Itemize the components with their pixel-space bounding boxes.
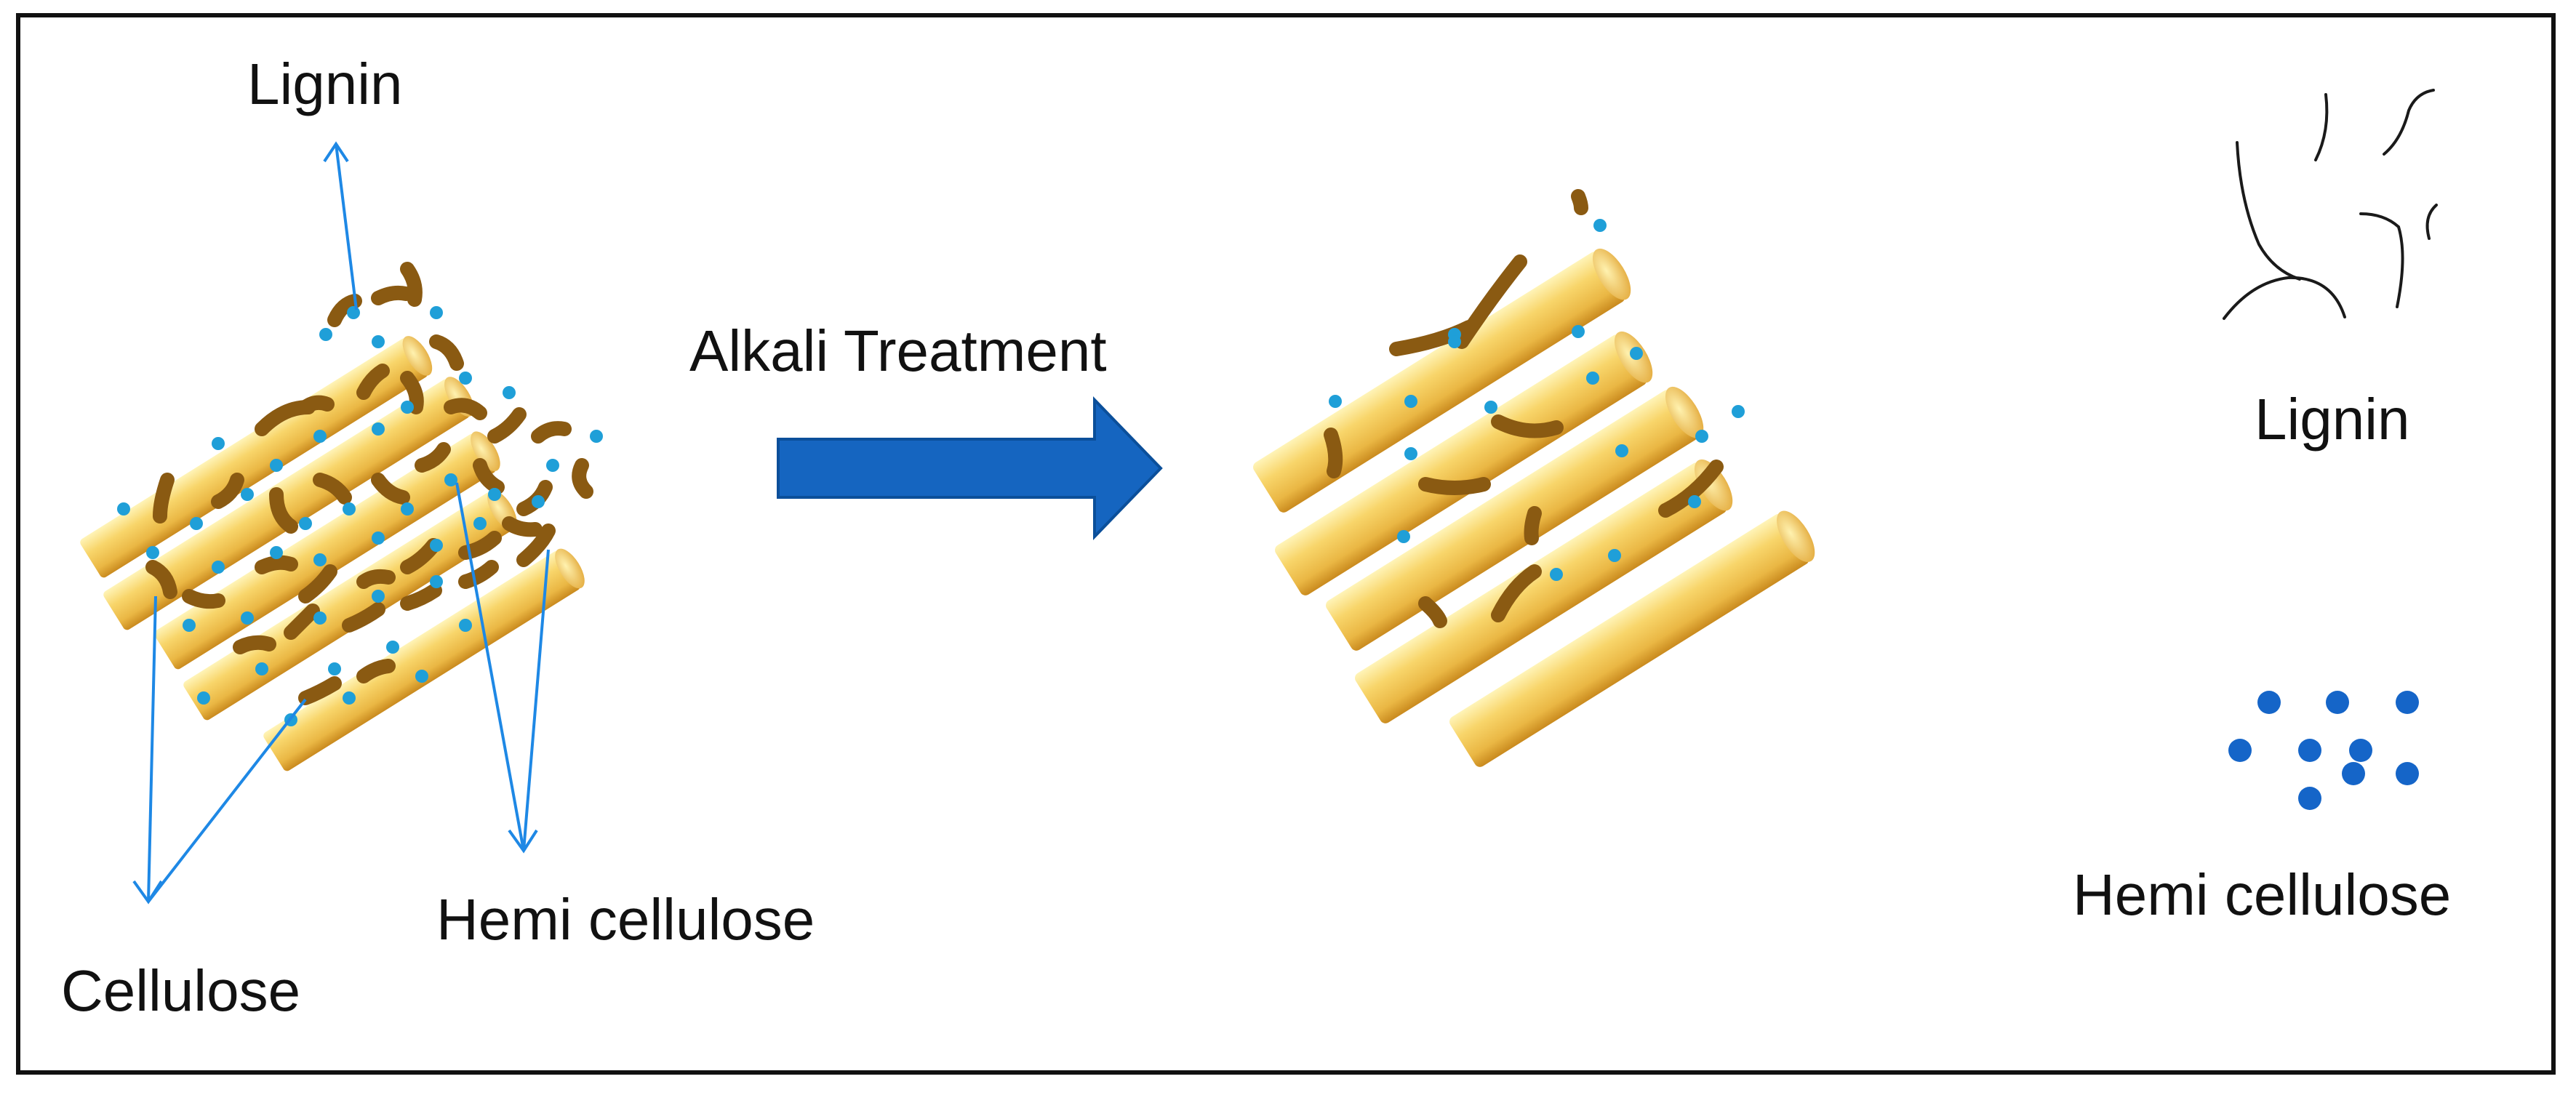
hemi-pointer-1: [455, 482, 525, 851]
lignin-pointer-arrowhead: [323, 141, 349, 163]
hemicellulose-dots: [117, 306, 603, 726]
treatment-label: Alkali Treatment: [689, 318, 1107, 383]
hemi-pointer-arrowhead: [508, 829, 538, 854]
fiber-strand: [263, 548, 585, 771]
right-arrow-icon: [777, 396, 1163, 540]
lignin-strand-icon: [2223, 89, 2438, 320]
cellulose-label: Cellulose: [61, 958, 300, 1023]
lignin-pointer: [335, 143, 358, 310]
fiber-strand: [1449, 510, 1815, 767]
hemicellulose-legend-label: Hemi cellulose: [2073, 862, 2451, 927]
treated-fiber-bundle: [1253, 189, 1815, 767]
pointer-lines: [132, 141, 550, 905]
lignin-label: Lignin: [247, 52, 403, 116]
hemicellulose-label: Hemi cellulose: [436, 887, 815, 952]
untreated-fiber-bundle: [80, 262, 603, 771]
lignin-fragments: [145, 262, 593, 705]
hemi-pointer-2: [522, 549, 550, 851]
hemicellulose-dots: [1329, 219, 1745, 581]
cellulose-pointer-2: [147, 698, 307, 903]
hemicellulose-dot-icon: [2228, 691, 2419, 810]
fiber-strand: [154, 431, 500, 670]
lignin-legend-label: Lignin: [2255, 387, 2410, 452]
lignin-fragments: [1324, 189, 1724, 628]
cellulose-pointer-1: [147, 595, 157, 902]
fiber-strand: [1326, 386, 1704, 651]
cellulose-pointer-arrowhead: [132, 880, 163, 905]
fiber-strand: [1253, 248, 1631, 513]
